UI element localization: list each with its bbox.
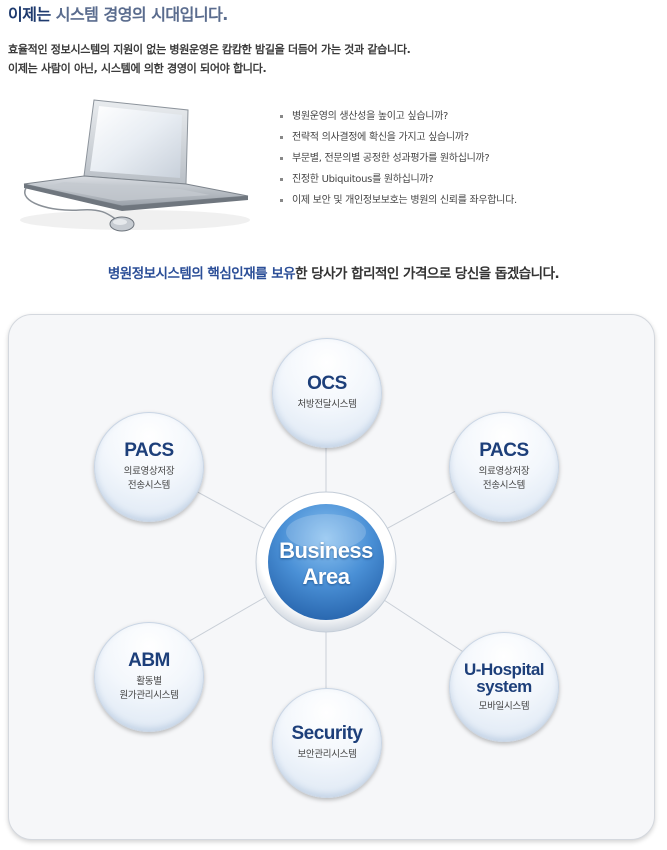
node-pacs-right[interactable]: PACS 의료영상저장 전송시스템 [449, 412, 559, 522]
node-title: ABM [128, 650, 170, 671]
node-abm[interactable]: ABM 활동별 원가관리시스템 [94, 622, 204, 732]
title-rest: 시스템 경영의 시대입니다. [50, 5, 229, 24]
node-title: U-Hospital [464, 659, 545, 679]
intro-line-1: 효율적인 정보시스템의 지원이 없는 병원운영은 캄캄한 밤길을 더듬어 가는 … [8, 43, 411, 56]
node-subtitle: 의료영상저장 전송시스템 [478, 466, 530, 491]
center-line-1: Business [279, 538, 373, 563]
center-circle [268, 504, 384, 620]
tagline-rest: 한 당사가 합리적인 가격으로 당신을 돕겠습니다. [295, 266, 560, 282]
list-item: 진정한 Ubiquitous를 원하십니까? [278, 169, 517, 190]
node-uhospital[interactable]: U-Hospital system 모바일시스템 [449, 632, 559, 742]
node-subtitle: 처방전달시스템 [297, 399, 357, 410]
title-prefix: 이제는 [8, 5, 51, 24]
node-subtitle: 모바일시스템 [478, 700, 530, 712]
list-item: 병원운영의 생산성을 높이고 싶습니까? [278, 106, 517, 127]
node-title: PACS [479, 440, 529, 461]
laptop-illustration [20, 99, 250, 232]
list-item: 부문별, 전문의별 공정한 성과평가를 원하십니까? [278, 148, 517, 169]
node-pacs-left[interactable]: PACS 의료영상저장 전송시스템 [94, 412, 204, 522]
node-subtitle: 의료영상저장 전송시스템 [123, 466, 175, 491]
tagline-highlight-2: 보유 [271, 266, 296, 282]
node-title: PACS [124, 440, 174, 461]
node-subtitle: 활동별 원가관리시스템 [119, 676, 179, 701]
feature-question-list: 병원운영의 생산성을 높이고 싶습니까? 전략적 의사결정에 확신을 가지고 싶… [278, 106, 517, 211]
tagline-highlight-1: 병원정보시스템의 핵심인재를 [107, 266, 268, 282]
center-line-2: Area [302, 564, 350, 589]
intro-line-2: 이제는 사람이 아닌, 시스템에 의한 경영이 되어야 합니다. [8, 62, 267, 75]
node-title: Security [291, 723, 363, 744]
center-label: Business Area [243, 538, 409, 590]
node-title: OCS [307, 373, 347, 394]
node-security[interactable]: Security 보안관리시스템 [272, 688, 382, 798]
node-ocs[interactable]: OCS 처방전달시스템 [272, 338, 382, 448]
list-item: 전략적 의사결정에 확신을 가지고 싶습니까? [278, 127, 517, 148]
list-item: 이제 보안 및 개인정보보호는 병원의 신뢰를 좌우합니다. [278, 190, 517, 211]
tagline: 병원정보시스템의 핵심인재를 보유한 당사가 합리적인 가격으로 당신을 돕겠습… [0, 262, 667, 282]
intro-text: 효율적인 정보시스템의 지원이 없는 병원운영은 캄캄한 밤길을 더듬어 가는 … [8, 40, 411, 78]
node-title-2: system [476, 676, 532, 696]
node-subtitle: 보안관리시스템 [297, 749, 357, 760]
page-title: 이제는 시스템 경영의 시대입니다. [8, 1, 228, 25]
